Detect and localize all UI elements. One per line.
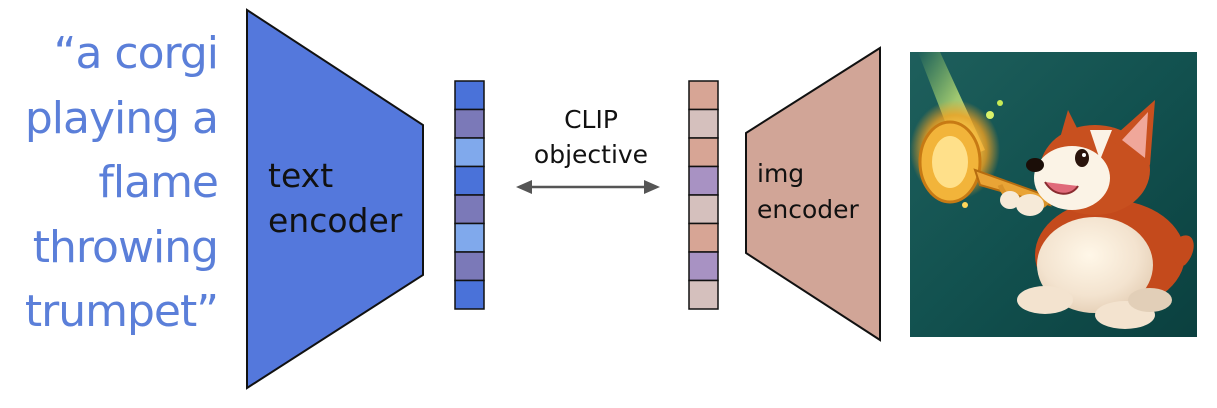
image-embedding-cell — [688, 108, 719, 139]
text-embedding-cell — [454, 80, 485, 111]
text-encoder-label-line: text — [268, 156, 334, 195]
prompt-line: playing a — [24, 92, 219, 144]
text-embedding-cell — [454, 222, 485, 253]
image-encoder-label-line: img — [757, 159, 805, 188]
text-encoder-label-line: encoder — [268, 201, 403, 240]
text-embedding-cell — [454, 108, 485, 139]
corgi-trumpet-image — [910, 52, 1197, 337]
clip-objective-line: CLIP — [564, 105, 618, 134]
image-embedding-cell — [688, 279, 719, 310]
text-encoder-label: text encoder — [268, 153, 402, 243]
image-embedding-cell — [688, 80, 719, 111]
text-embedding-cell — [454, 251, 485, 282]
prompt-caption: “a corgi playing a flame throwing trumpe… — [0, 22, 219, 345]
image-embedding-vector — [688, 80, 719, 310]
text-embedding-vector — [454, 80, 485, 310]
image-encoder-label: img encoder — [757, 156, 859, 228]
prompt-line: “a corgi — [53, 28, 219, 79]
text-embedding-cell — [454, 194, 485, 225]
image-encoder-block — [745, 46, 881, 342]
clip-objective-line: objective — [533, 140, 649, 169]
prompt-line: trumpet” — [24, 286, 219, 337]
image-embedding-cell — [688, 194, 719, 225]
text-embedding-cell — [454, 165, 485, 196]
image-encoder-label-line: encoder — [757, 195, 859, 224]
text-embedding-cell — [454, 279, 485, 310]
image-embedding-cell — [688, 251, 719, 282]
prompt-line: flame — [98, 157, 219, 208]
bidirectional-arrow-icon — [516, 180, 660, 194]
image-embedding-cell — [688, 137, 719, 168]
image-embedding-cell — [688, 165, 719, 196]
prompt-line: throwing — [32, 221, 219, 273]
text-encoder-block — [246, 8, 424, 390]
clip-objective-label: CLIP objective — [528, 102, 654, 172]
image-embedding-cell — [688, 222, 719, 253]
text-embedding-cell — [454, 137, 485, 168]
